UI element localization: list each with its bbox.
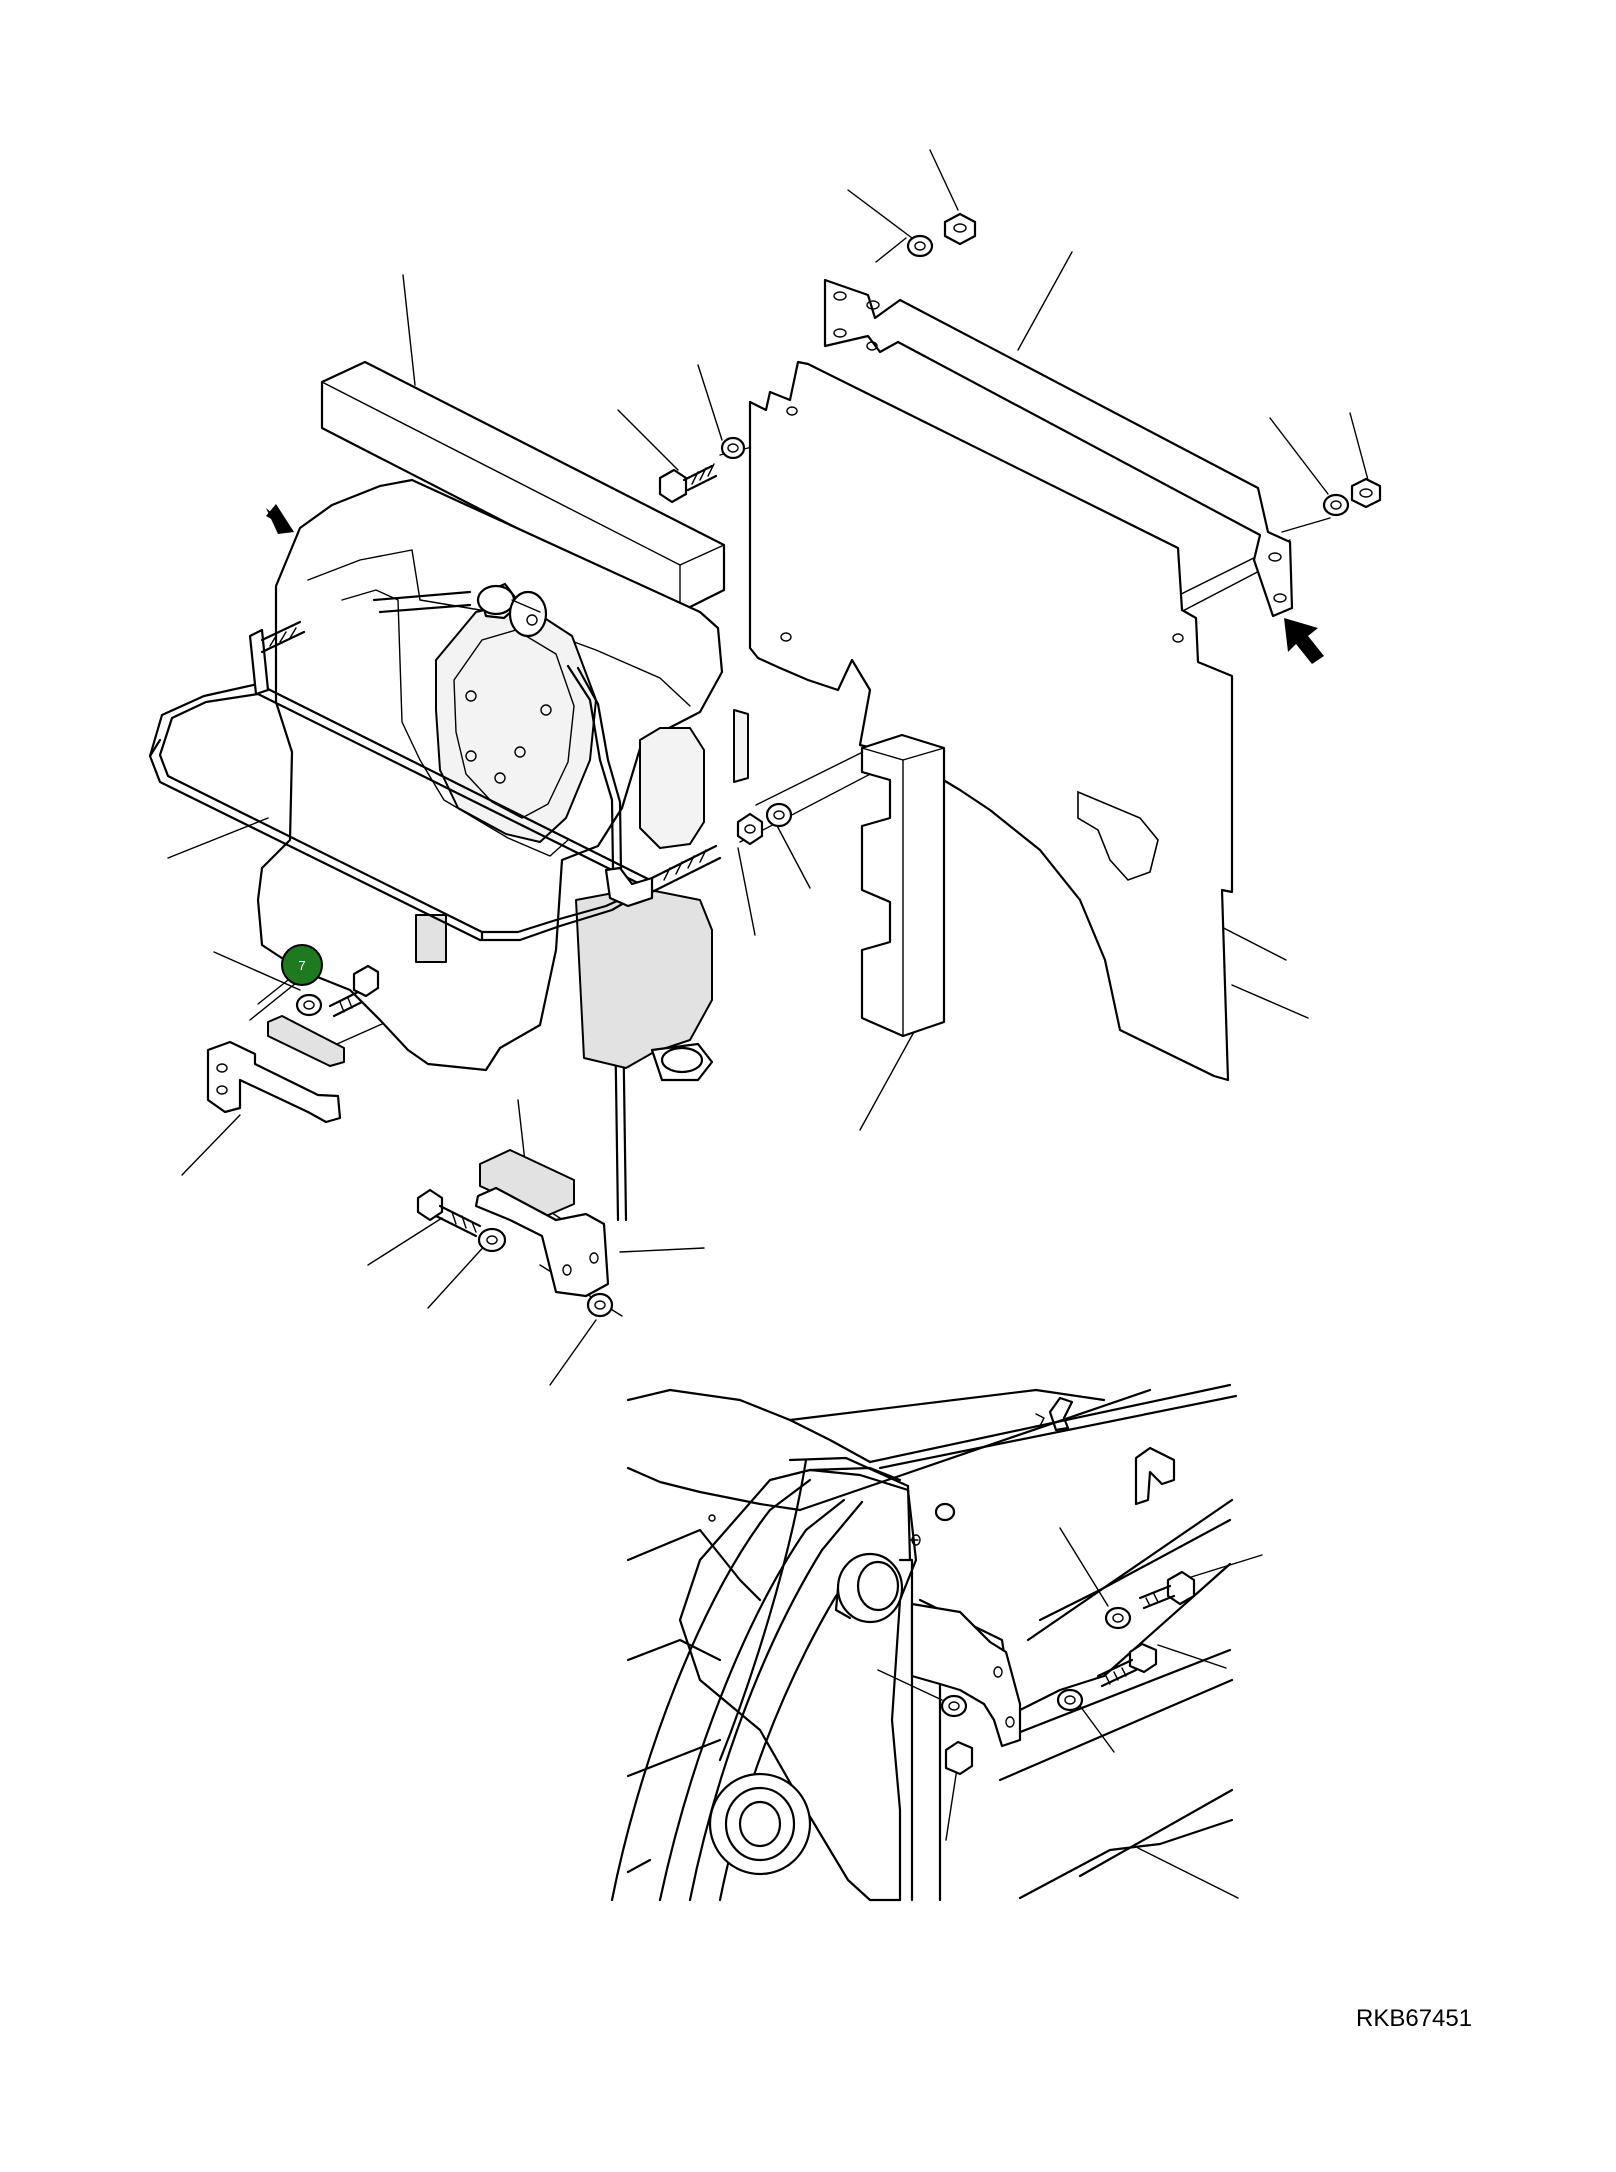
right-nut bbox=[1350, 477, 1382, 509]
view-arrow-right bbox=[1284, 618, 1324, 664]
upper-washer bbox=[906, 234, 934, 258]
drawing-number: RKB67451 bbox=[1356, 2005, 1472, 2032]
left-bolt bbox=[328, 964, 380, 1018]
panel-bolt bbox=[658, 463, 718, 504]
right-washer bbox=[1322, 493, 1350, 517]
left-washer bbox=[295, 993, 323, 1017]
view-arrow-left bbox=[266, 504, 294, 534]
cover-panel bbox=[748, 360, 1234, 1082]
machine-frame-inset bbox=[610, 1383, 1238, 1902]
side-washer bbox=[765, 802, 793, 828]
center-bolt bbox=[416, 1188, 482, 1238]
band-clamp-left bbox=[248, 620, 306, 696]
center-mount-bracket bbox=[474, 1186, 610, 1298]
callout-hotspot[interactable]: 7 bbox=[281, 944, 323, 986]
panel-washer bbox=[720, 436, 746, 460]
callout-hotspot-label: 7 bbox=[298, 958, 305, 973]
left-rubber-pad bbox=[267, 1015, 345, 1067]
center-rubber-pad bbox=[479, 1149, 575, 1217]
side-nut bbox=[736, 812, 764, 846]
left-mount-bracket bbox=[206, 1040, 342, 1124]
side-foam-block bbox=[860, 733, 946, 1038]
upper-nut bbox=[943, 212, 977, 246]
center-washer bbox=[477, 1227, 507, 1253]
tank-band bbox=[148, 682, 652, 942]
top-foam-pad bbox=[320, 360, 726, 614]
washer-tank bbox=[256, 478, 749, 1222]
center-nut bbox=[586, 1292, 614, 1318]
upper-mounting-bracket bbox=[823, 278, 1294, 618]
band-clamp-right bbox=[604, 844, 722, 908]
